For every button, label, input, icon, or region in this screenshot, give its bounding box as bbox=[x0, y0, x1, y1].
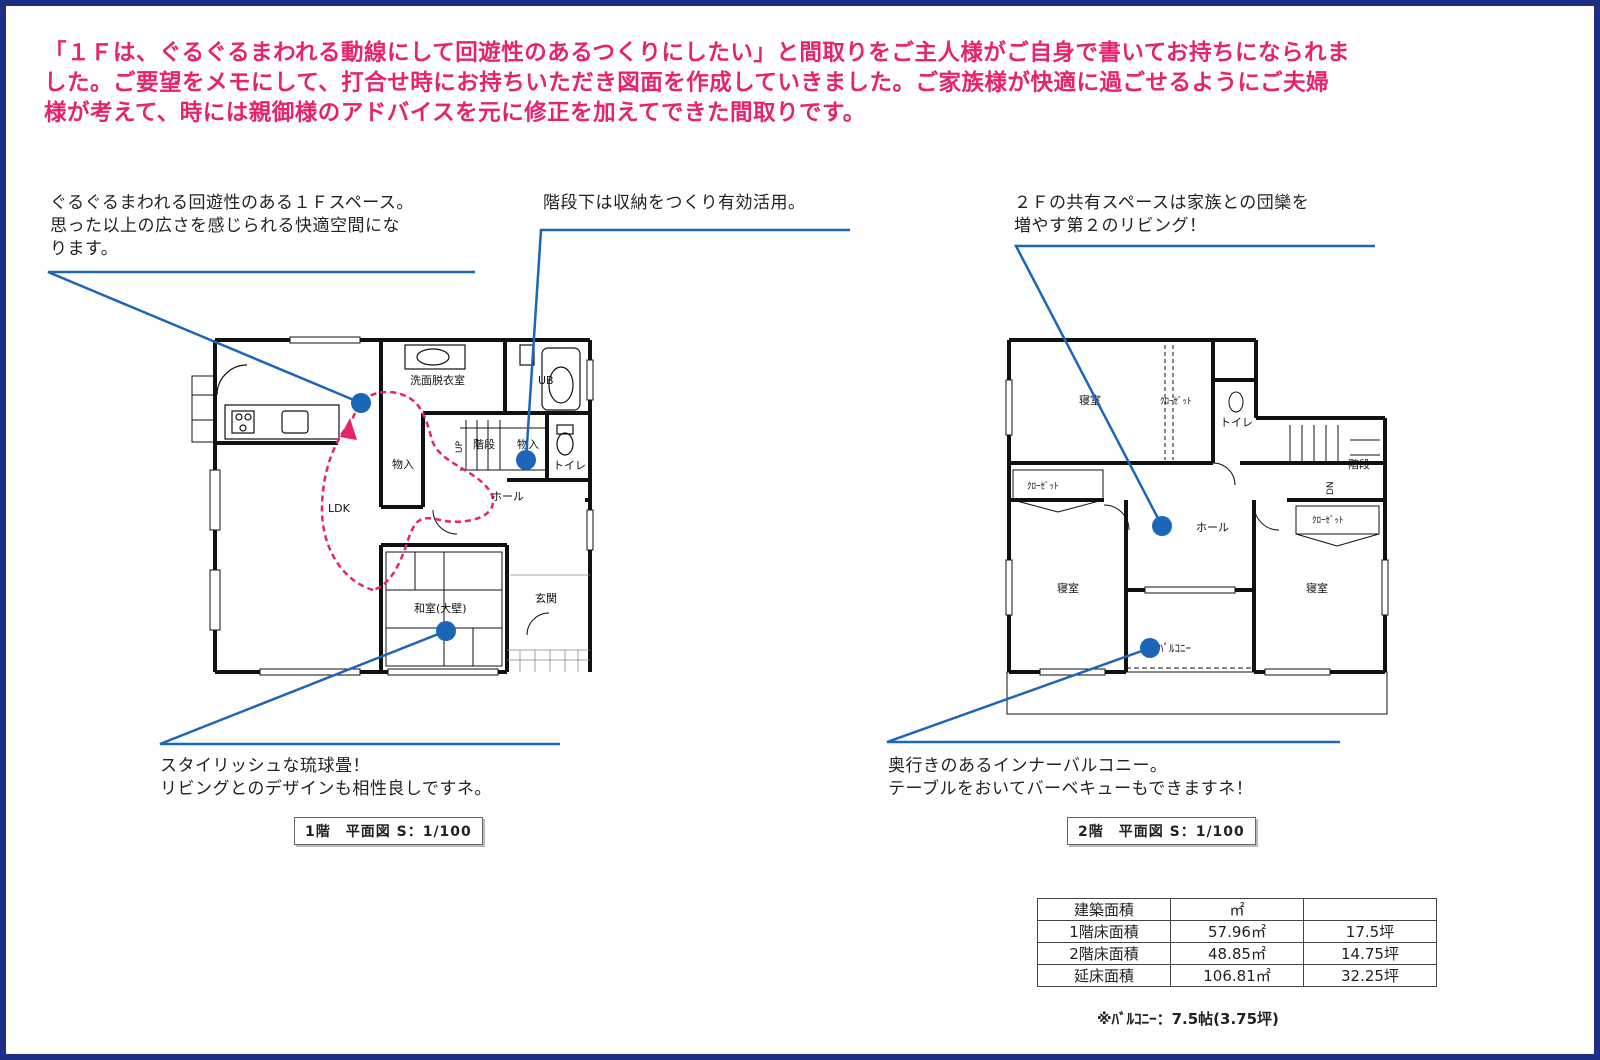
leader-f2-hall bbox=[1013, 244, 1375, 527]
table-cell: 57.96㎡ bbox=[1170, 920, 1304, 943]
note-line: ぐるぐるまわれる回遊性のある１Ｆスペース。 bbox=[50, 193, 414, 213]
table-cell: 建築面積 bbox=[1037, 898, 1171, 921]
leader-f1-stairs bbox=[524, 228, 850, 461]
note-line: リビングとのデザインも相性良しですネ。 bbox=[160, 779, 492, 799]
plan1-room-up: UP bbox=[455, 440, 465, 453]
plan2-drawing: 寝室 ｸﾛｰｾﾞｯﾄ トイレ 階段 DN ｸﾛｰｾﾞｯﾄ ホール ｸﾛｰｾﾞｯﾄ… bbox=[1005, 338, 1389, 715]
intro-line: 「１Ｆは、ぐるぐるまわれる動線にして回遊性のあるつくりにしたい」と間取りをご主人… bbox=[44, 40, 1351, 66]
table-row: 建築面積 ㎡ bbox=[1037, 898, 1437, 921]
note-line: 奥行きのあるインナーバルコニー。 bbox=[888, 756, 1168, 776]
table-row: 2階床面積 48.85㎡ 14.75坪 bbox=[1037, 942, 1437, 965]
table-cell: 2階床面積 bbox=[1037, 942, 1171, 965]
plan2-toilet-fixture bbox=[1228, 391, 1244, 413]
note-line: ２Ｆの共有スペースは家族との団欒を bbox=[1014, 193, 1310, 213]
note-f1-washitsu: スタイリッシュな琉球畳！ リビングとのデザインも相性良しですネ。 bbox=[160, 755, 492, 801]
intro-text: 「１Ｆは、ぐるぐるまわれる動線にして回遊性のあるつくりにしたい」と間取りをご主人… bbox=[44, 38, 1574, 128]
table-row: 延床面積 106.81㎡ 32.25坪 bbox=[1037, 964, 1437, 987]
plan1-door-genkan bbox=[526, 612, 550, 636]
plan2-room-shinshitsu2: 寝室 bbox=[1057, 581, 1079, 595]
plan1-door-hall bbox=[432, 509, 458, 535]
plan1-room-kaidan: 階段 bbox=[473, 437, 495, 451]
plan1-genkan-tiles bbox=[507, 574, 590, 672]
plan1-room-ub: UB bbox=[538, 374, 554, 387]
table-cell: 106.81㎡ bbox=[1170, 964, 1304, 987]
note-f2-balcony: 奥行きのあるインナーバルコニー。 テーブルをおいてバーベキューもできますネ！ bbox=[888, 755, 1253, 801]
table-cell bbox=[1303, 898, 1437, 921]
table-cell: ㎡ bbox=[1170, 898, 1304, 921]
plan2-room-shinshitsu3: 寝室 bbox=[1306, 581, 1328, 595]
note-line: 階段下は収納をつくり有効活用。 bbox=[543, 193, 806, 213]
table-cell: 32.25坪 bbox=[1303, 964, 1437, 987]
plan2-title: 2階 平面図 S：1/100 bbox=[1067, 817, 1256, 845]
plan1-kitchen bbox=[216, 364, 340, 440]
note-f2-hall: ２Ｆの共有スペースは家族との団欒を 増やす第２のリビング！ bbox=[1014, 192, 1309, 238]
intro-line: した。ご要望をメモにして、打合せ時にお持ちいただき図面を作成していきました。ご家… bbox=[44, 70, 1330, 96]
plan1-room-toire: トイレ bbox=[553, 459, 586, 472]
note-f1-stairs: 階段下は収納をつくり有効活用。 bbox=[543, 192, 806, 215]
table-cell: 17.5坪 bbox=[1303, 920, 1437, 943]
leader-f1-loop bbox=[47, 270, 475, 405]
plan1-room-genkan: 玄関 bbox=[535, 591, 557, 605]
marker-dot bbox=[1140, 638, 1160, 658]
plan2-balcony-outline bbox=[1005, 379, 1389, 715]
plan2-room-balcony: ﾊﾞﾙｺﾆｰ bbox=[1158, 642, 1191, 655]
table-cell: 14.75坪 bbox=[1303, 942, 1437, 965]
marker-dot bbox=[436, 621, 456, 641]
plan1-circulation-loop bbox=[320, 390, 495, 592]
marker-dot bbox=[1152, 516, 1172, 536]
plan2-closets bbox=[1012, 345, 1380, 547]
plan1-room-hall: ホール bbox=[491, 490, 524, 503]
note-f1-loop: ぐるぐるまわれる回遊性のある１Ｆスペース。 思った以上の広さを感じられる快適空間… bbox=[50, 192, 414, 261]
leader-lines bbox=[47, 228, 1375, 746]
leader-f1-washitsu bbox=[159, 629, 560, 746]
table-cell: 48.85㎡ bbox=[1170, 942, 1304, 965]
plan2-room-kaidan: 階段 bbox=[1348, 457, 1370, 471]
table-row: 1階床面積 57.96㎡ 17.5坪 bbox=[1037, 920, 1437, 943]
intro-line: 様が考えて、時には親御様のアドバイスを元に修正を加えてできた間取りです。 bbox=[44, 100, 866, 126]
marker-dot bbox=[351, 393, 371, 413]
note-line: スタイリッシュな琉球畳！ bbox=[160, 756, 370, 776]
area-table: 建築面積 ㎡ 1階床面積 57.96㎡ 17.5坪 2階床面積 48.85㎡ 1… bbox=[1037, 898, 1437, 987]
plan1-loop-arrow bbox=[340, 418, 357, 440]
plan1-drawing: 洗面脱衣室 UB 物入 階段 物入 トイレ ホール LDK 和室(大壁) 玄関 … bbox=[191, 336, 594, 676]
marker-dot bbox=[516, 450, 536, 470]
plan1-room-monoire1: 物入 bbox=[392, 457, 414, 471]
leader-f2-balcony bbox=[886, 646, 1340, 744]
plan2-room-dn: DN bbox=[1326, 481, 1336, 495]
note-line: 増やす第２のリビング！ bbox=[1014, 216, 1207, 236]
plan1-room-senmen: 洗面脱衣室 bbox=[410, 373, 465, 387]
plan1-walls bbox=[213, 338, 592, 674]
table-cell: 1階床面積 bbox=[1037, 920, 1171, 943]
note-line: テーブルをおいてバーベキューもできますネ！ bbox=[888, 779, 1254, 799]
plan2-room-closet2: ｸﾛｰｾﾞｯﾄ bbox=[1027, 481, 1059, 492]
plan1-stairs bbox=[460, 420, 547, 471]
plan2-doors bbox=[1103, 462, 1280, 531]
plan2-room-closet1: ｸﾛｰｾﾞｯﾄ bbox=[1160, 396, 1192, 407]
balcony-footnote: ※ﾊﾞﾙｺﾆｰ：7.5帖(3.75坪) bbox=[1097, 1010, 1279, 1028]
plan2-stairs bbox=[1289, 425, 1380, 463]
plan2-room-toire: トイレ bbox=[1220, 416, 1253, 429]
plan2-room-closet3: ｸﾛｰｾﾞｯﾄ bbox=[1312, 515, 1344, 526]
plan1-windows bbox=[191, 336, 594, 676]
plan2-room-hall: ホール bbox=[1196, 521, 1229, 534]
plan1-room-washitsu: 和室(大壁) bbox=[414, 601, 467, 615]
note-line: 思った以上の広さを感じられる快適空間にな bbox=[50, 216, 400, 236]
note-line: ります。 bbox=[50, 239, 119, 259]
plan1-room-ldk: LDK bbox=[328, 502, 351, 515]
table-cell: 延床面積 bbox=[1037, 964, 1171, 987]
plan1-title: 1階 平面図 S：1/100 bbox=[294, 817, 483, 845]
